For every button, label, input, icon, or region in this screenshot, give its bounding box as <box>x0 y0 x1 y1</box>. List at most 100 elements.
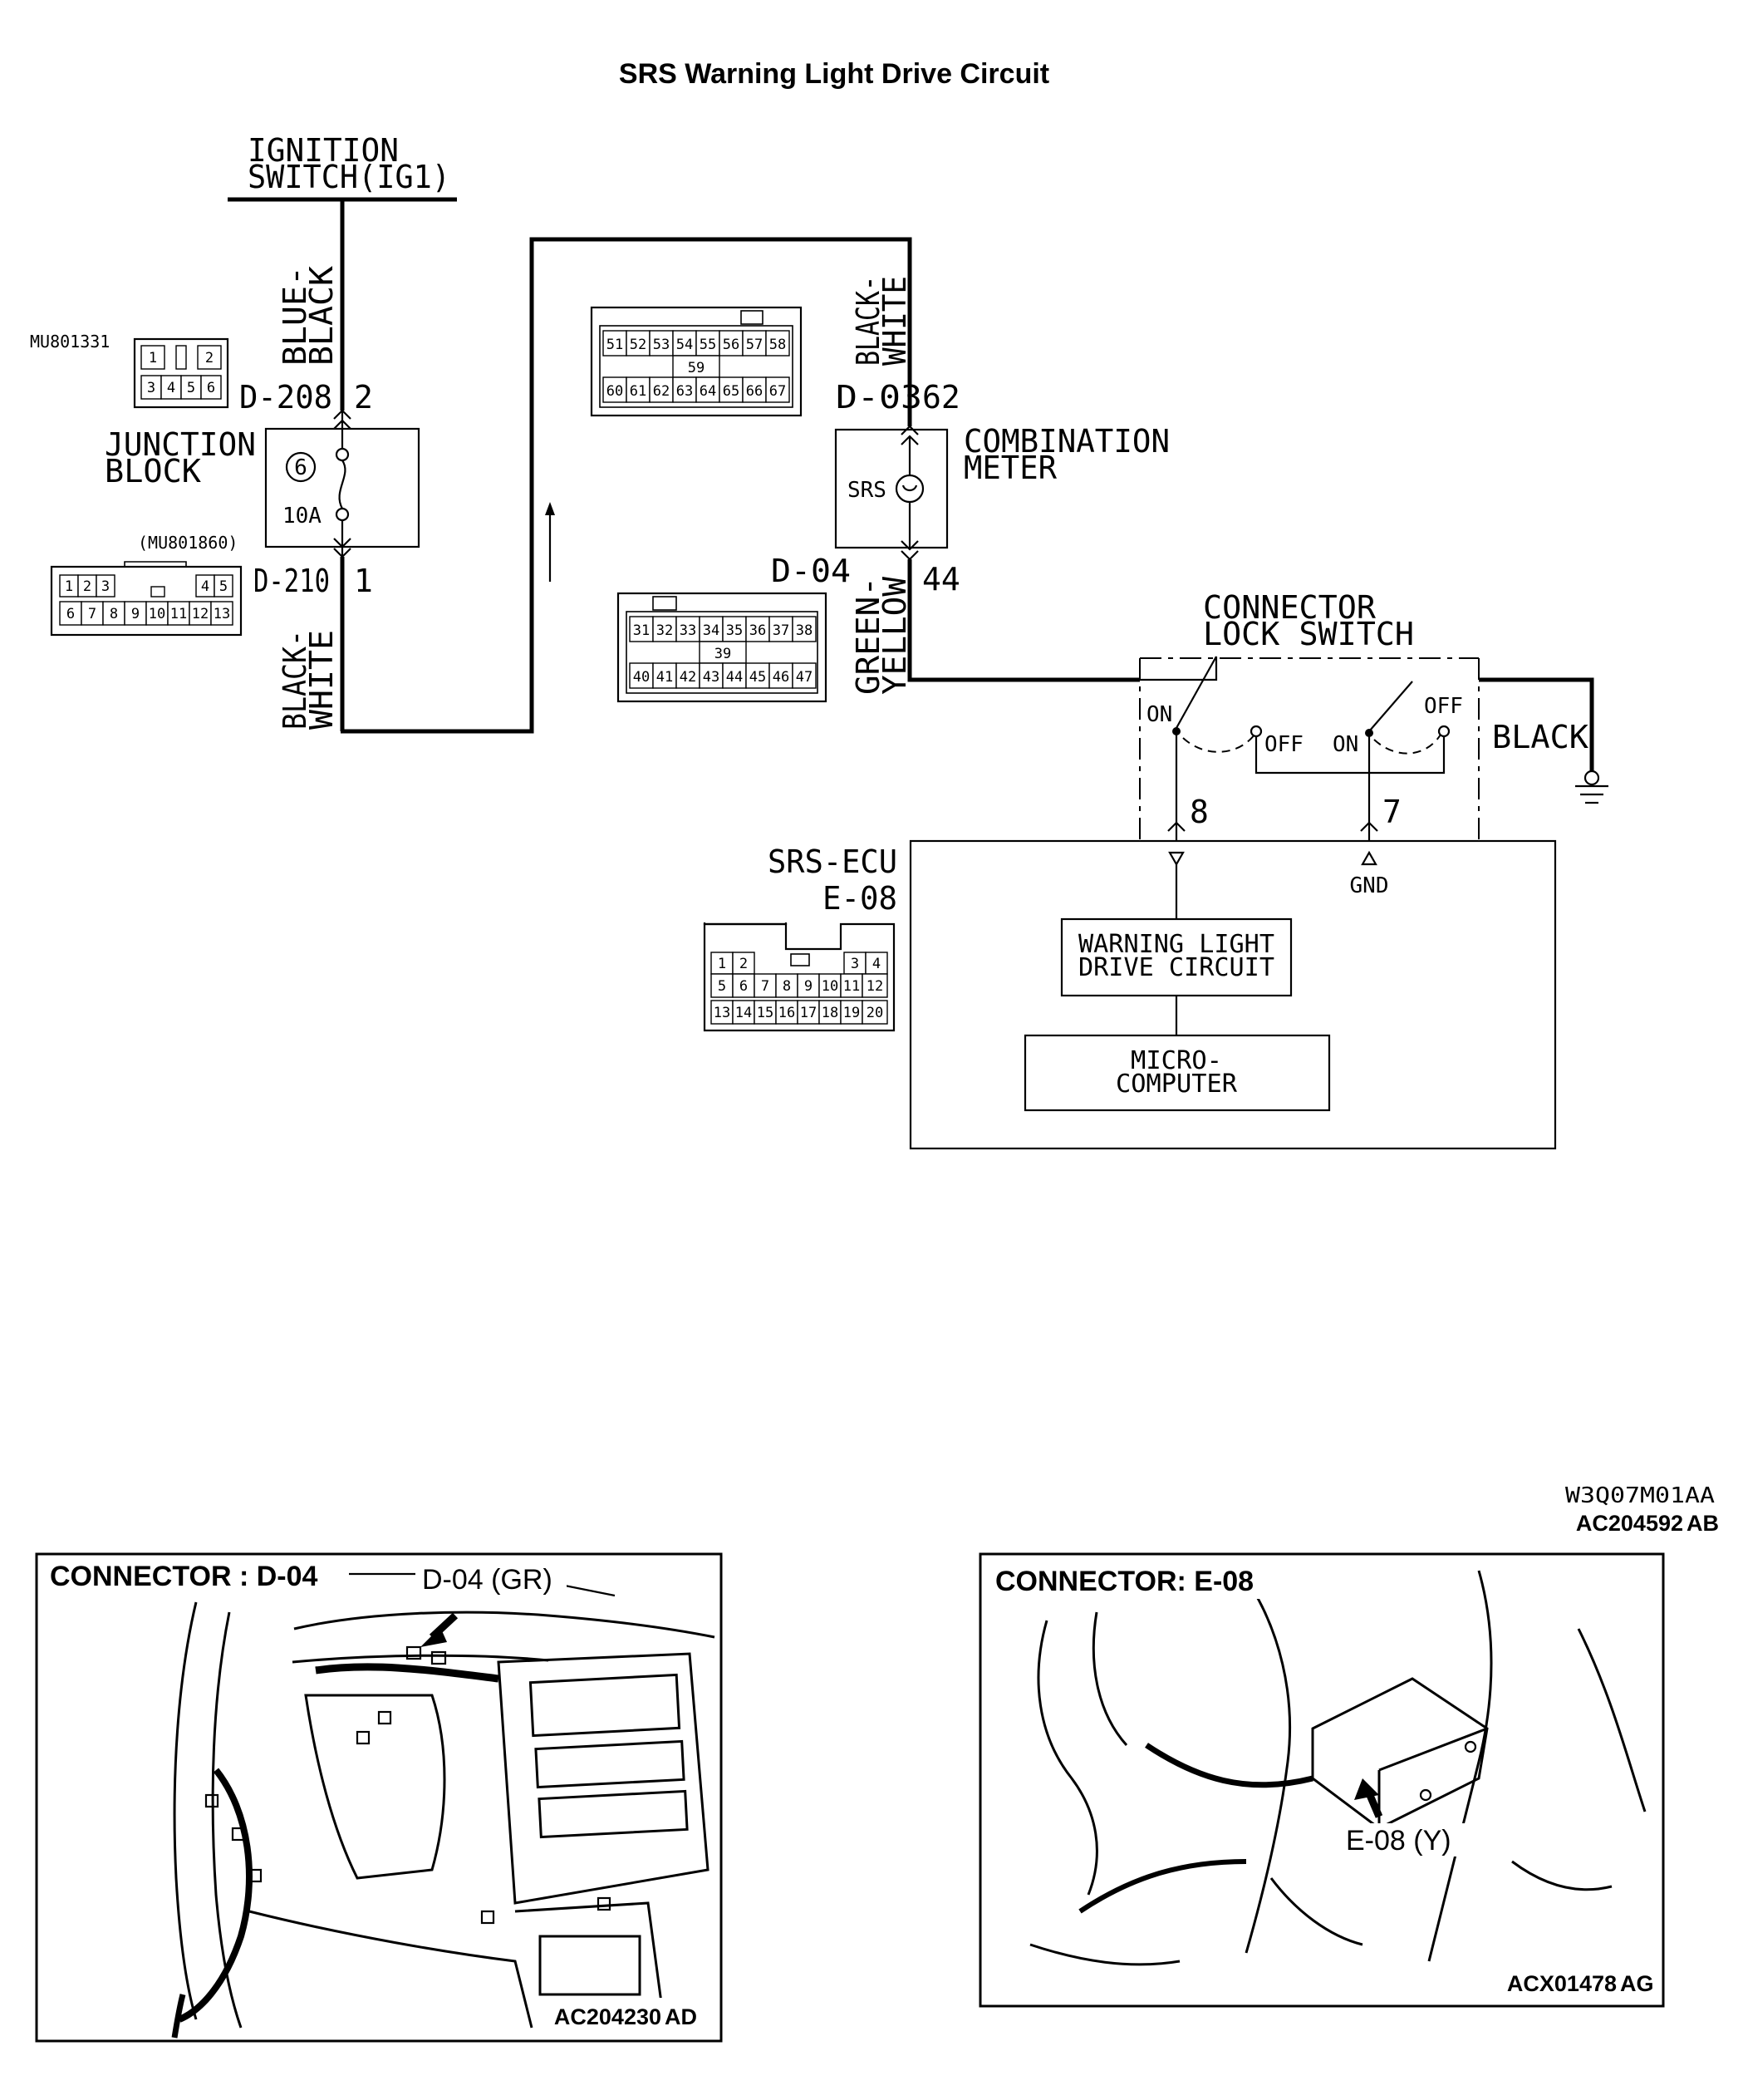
dashboard-illustration <box>171 1601 715 2039</box>
panel-left-code-suffix: AD <box>665 2004 697 2029</box>
current-arrowhead <box>545 502 555 515</box>
d04-latch <box>652 596 677 611</box>
d04-pin-43 <box>699 662 724 689</box>
e08-pin-17 <box>797 1000 820 1025</box>
lock-switch-left-on: ON <box>1146 702 1172 727</box>
diagram-code-ac204592: AC204592 <box>1576 1511 1683 1536</box>
art-ecu-bolt <box>1464 1740 1477 1753</box>
panel-left-callout: D-04 (GR) <box>422 1564 552 1596</box>
panel-left-heading-bg <box>47 1559 346 1594</box>
connector-d208-label: D-208 <box>239 379 332 416</box>
fuse-element <box>338 460 346 509</box>
micro-computer-box <box>1024 1034 1331 1112</box>
d04-pin-label: 40 <box>633 669 650 686</box>
art-connector <box>377 1710 392 1725</box>
d210-pin-label: 10 <box>149 606 165 622</box>
e08-pin-label: 16 <box>778 1005 795 1021</box>
d210-pin-label: 9 <box>131 606 140 622</box>
wire-color-blue-black-line1: BLUE- <box>277 266 313 366</box>
d04-pin-label: 37 <box>773 622 789 639</box>
d210-pin-label: 5 <box>219 578 228 595</box>
e08-pin-6 <box>732 973 755 998</box>
d210-pin-label: 12 <box>192 606 209 622</box>
d208-pin-label: 6 <box>207 380 215 396</box>
art-console-box <box>538 1935 641 1996</box>
e08-latch <box>790 953 810 966</box>
srs-ecu-label-line1: SRS-ECU <box>768 843 897 880</box>
panel-connector-d04: CONNECTOR : D-04 D-04 (GR) AC204230 AD <box>35 1552 723 2043</box>
d208-pin-5 <box>180 375 202 400</box>
panel-right-code-bg <box>1487 1965 1658 1999</box>
callout-arrowhead-d04 <box>420 1627 447 1647</box>
d04-pin-44 <box>722 662 747 689</box>
connector-chevron-d208-inner <box>333 419 351 430</box>
e08-pin-label: 1 <box>718 956 726 972</box>
d208-pin-label: 2 <box>205 350 214 366</box>
d03-pin-label: 62 <box>653 383 670 400</box>
lock-switch-left-off-contact <box>1250 725 1263 738</box>
art-floor-detail <box>1511 1860 1613 1891</box>
d03-pin-label: 67 <box>769 383 786 400</box>
art-connector <box>430 1650 447 1665</box>
connector-e08-shell <box>703 922 896 1032</box>
panel-right-code-suffix: AG <box>1620 1971 1654 1996</box>
art-panel-left <box>304 1694 446 1880</box>
connector-face-d03: 51 52 53 54 55 56 57 58 59 60 61 62 63 6… <box>590 306 803 417</box>
d210-pin-label: 4 <box>201 578 209 595</box>
e08-pin-18 <box>818 1000 842 1025</box>
d03-pin-label: 60 <box>606 383 623 400</box>
d03-pin-label: 64 <box>700 383 716 400</box>
d208-pin-6 <box>200 375 222 400</box>
wire-color-black-white-right-line2: WHITE <box>876 276 913 366</box>
art-seat-left <box>1037 1620 1098 1896</box>
ignition-label-line1: IGNITION <box>248 132 399 169</box>
art-connector <box>356 1730 371 1745</box>
fuse-terminal-top <box>335 447 350 462</box>
srs-lamp-label: SRS <box>847 478 886 503</box>
wire-color-black-white-left-line2: WHITE <box>303 630 340 730</box>
e08-row-2: 5 6 7 8 9 10 11 12 <box>710 973 888 998</box>
lock-switch-right-on: ON <box>1333 732 1358 757</box>
srs-ecu-box <box>909 839 1557 1150</box>
d04-pin-label: 35 <box>726 622 743 639</box>
e08-row-1: 1 2 3 4 <box>710 952 888 975</box>
ignition-switch: IGNITION SWITCH(IG1) <box>228 132 457 202</box>
d03-pin-label: 65 <box>723 383 739 400</box>
d208-pin-label: 5 <box>187 380 195 396</box>
e08-pin-11 <box>840 973 863 998</box>
d210-key <box>150 586 165 598</box>
warning-circuit-label-line2: DRIVE CIRCUIT <box>1078 953 1274 982</box>
d210-pin-label: 1 <box>65 578 73 595</box>
junction-block-label-line1: JUNCTION <box>105 426 256 463</box>
micro-computer-label-line2: COMPUTER <box>1116 1070 1238 1099</box>
art-harness-tail <box>171 1994 186 2039</box>
connector-chevron-d04-inner <box>901 540 919 551</box>
d04-pin-46 <box>768 662 793 689</box>
ignition-label-line2: SWITCH(IG1) <box>248 159 450 195</box>
art-center-stack <box>497 1652 709 1905</box>
e08-pin-label: 18 <box>822 1005 838 1021</box>
combination-meter-label-line2: METER <box>964 450 1057 486</box>
d210-pin-label: 6 <box>66 606 75 622</box>
art-console <box>514 1901 666 2029</box>
wire-jb-to-meter <box>341 237 912 734</box>
e08-pin-9 <box>797 973 820 998</box>
connector-d208-shell <box>133 337 229 409</box>
art-connector-d04 <box>405 1645 422 1660</box>
d04-pin-label: 44 <box>726 669 743 686</box>
connector-d03-label: D-03 <box>836 379 922 416</box>
e08-pin-2 <box>732 952 755 975</box>
d210-pin-9 <box>124 601 147 626</box>
d208-pin-4 <box>160 375 182 400</box>
diagram-codes: W3Q07M01AA AC204592 AB <box>1565 1483 1719 1536</box>
ecu-pin-8: 8 <box>1190 794 1209 830</box>
connector-face-d208: 1 2 3 4 5 6 <box>133 337 229 409</box>
ecu-pin-7: 7 <box>1382 794 1402 830</box>
art-harness-lower <box>1078 1859 1247 1914</box>
combination-meter: D-03 62 COMBINATION METER SRS D-04 44 <box>771 379 1170 598</box>
diagram-code-w3q07m01aa: W3Q07M01AA <box>1565 1483 1715 1508</box>
lock-switch-left-blade <box>1176 656 1217 729</box>
e08-pin-8 <box>775 973 798 998</box>
d03-pin-label: 61 <box>630 383 646 400</box>
